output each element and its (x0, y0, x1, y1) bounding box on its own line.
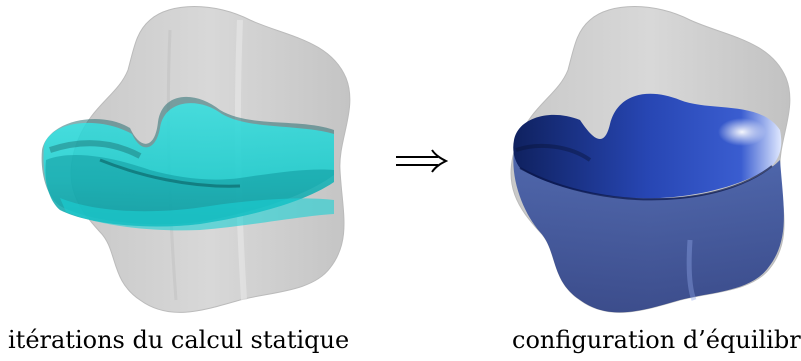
caption-iterations: itérations du calcul statique (8, 326, 350, 354)
long-double-right-arrow-icon (396, 149, 448, 173)
caption-equilibrium: configuration d’équilibre (512, 326, 801, 354)
fluid-iterations (41, 96, 335, 231)
fluid-free-surface (513, 93, 782, 199)
iterations-figure (41, 6, 351, 313)
equilibrium-figure (510, 6, 791, 313)
